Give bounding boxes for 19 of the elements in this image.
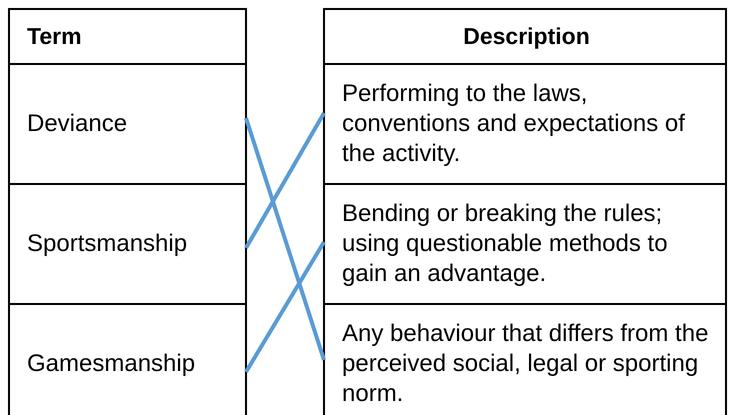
- cell-text: Bending or breaking the rules; using questionable methods to gain an advantage.: [342, 199, 669, 289]
- cell-text: Gamesmanship: [27, 349, 196, 379]
- header-cell: [8, 8, 247, 65]
- table-cell: [8, 183, 247, 305]
- table-cell: [323, 63, 727, 185]
- column-header: Term: [27, 22, 82, 51]
- connector-line: [244, 112, 326, 249]
- connector-line: [244, 240, 326, 374]
- connector-line: [244, 117, 326, 361]
- header-cell: [323, 8, 727, 65]
- table-cell: [323, 303, 727, 415]
- table-cell: [8, 63, 247, 185]
- column-header: Description: [463, 22, 590, 51]
- cell-text: Performing to the laws, conventions and expectations of the activity.: [342, 79, 686, 169]
- cell-text: Sportsmanship: [27, 229, 188, 259]
- cell-text: Any behaviour that differs from the perceived social, legal or sporting norm.: [342, 319, 710, 409]
- cell-text: Deviance: [27, 109, 128, 139]
- table-cell: [8, 303, 247, 415]
- table-cell: [323, 183, 727, 305]
